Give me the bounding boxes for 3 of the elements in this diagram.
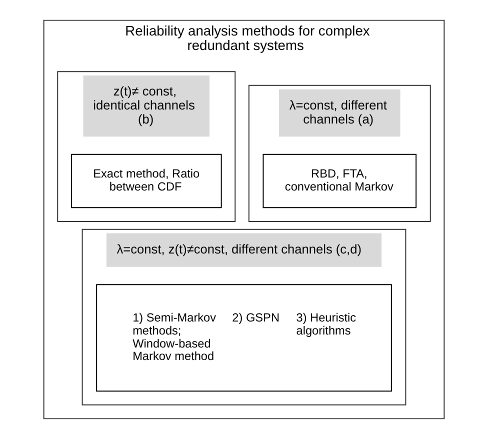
node-box: RBD, FTA, conventional Markov — [262, 154, 417, 208]
node-box: Exact method, Ratio between CDF — [70, 154, 222, 208]
node-box: 1) Semi-Markov methods; Window-based Markov method 2) GSPN 3) Heuristic algorithms — [96, 284, 392, 392]
